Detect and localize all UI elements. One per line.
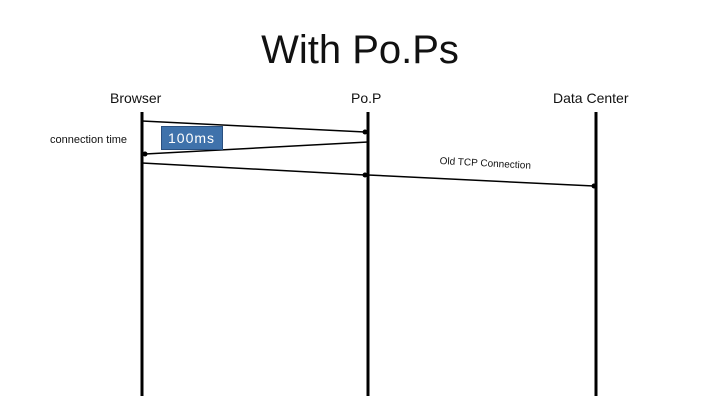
message-end-dot (142, 151, 148, 157)
message-pop-to-data-center (367, 174, 595, 187)
connection-time-label: connection time (50, 134, 128, 146)
lane-label-pop: Po.P (351, 90, 382, 106)
latency-badge: 100ms (161, 126, 223, 150)
slide-title: With Po.Ps (261, 28, 459, 72)
message-end-dot (362, 172, 368, 178)
message-pop-to-browser (144, 141, 369, 155)
message-browser-to-pop (141, 120, 366, 133)
message-end-dot (591, 183, 597, 189)
lane-label-browser: Browser (110, 90, 162, 106)
message-end-dot (362, 129, 368, 135)
lane-label-data-center: Data Center (553, 90, 629, 106)
message-browser-to-pop-2 (141, 162, 366, 176)
